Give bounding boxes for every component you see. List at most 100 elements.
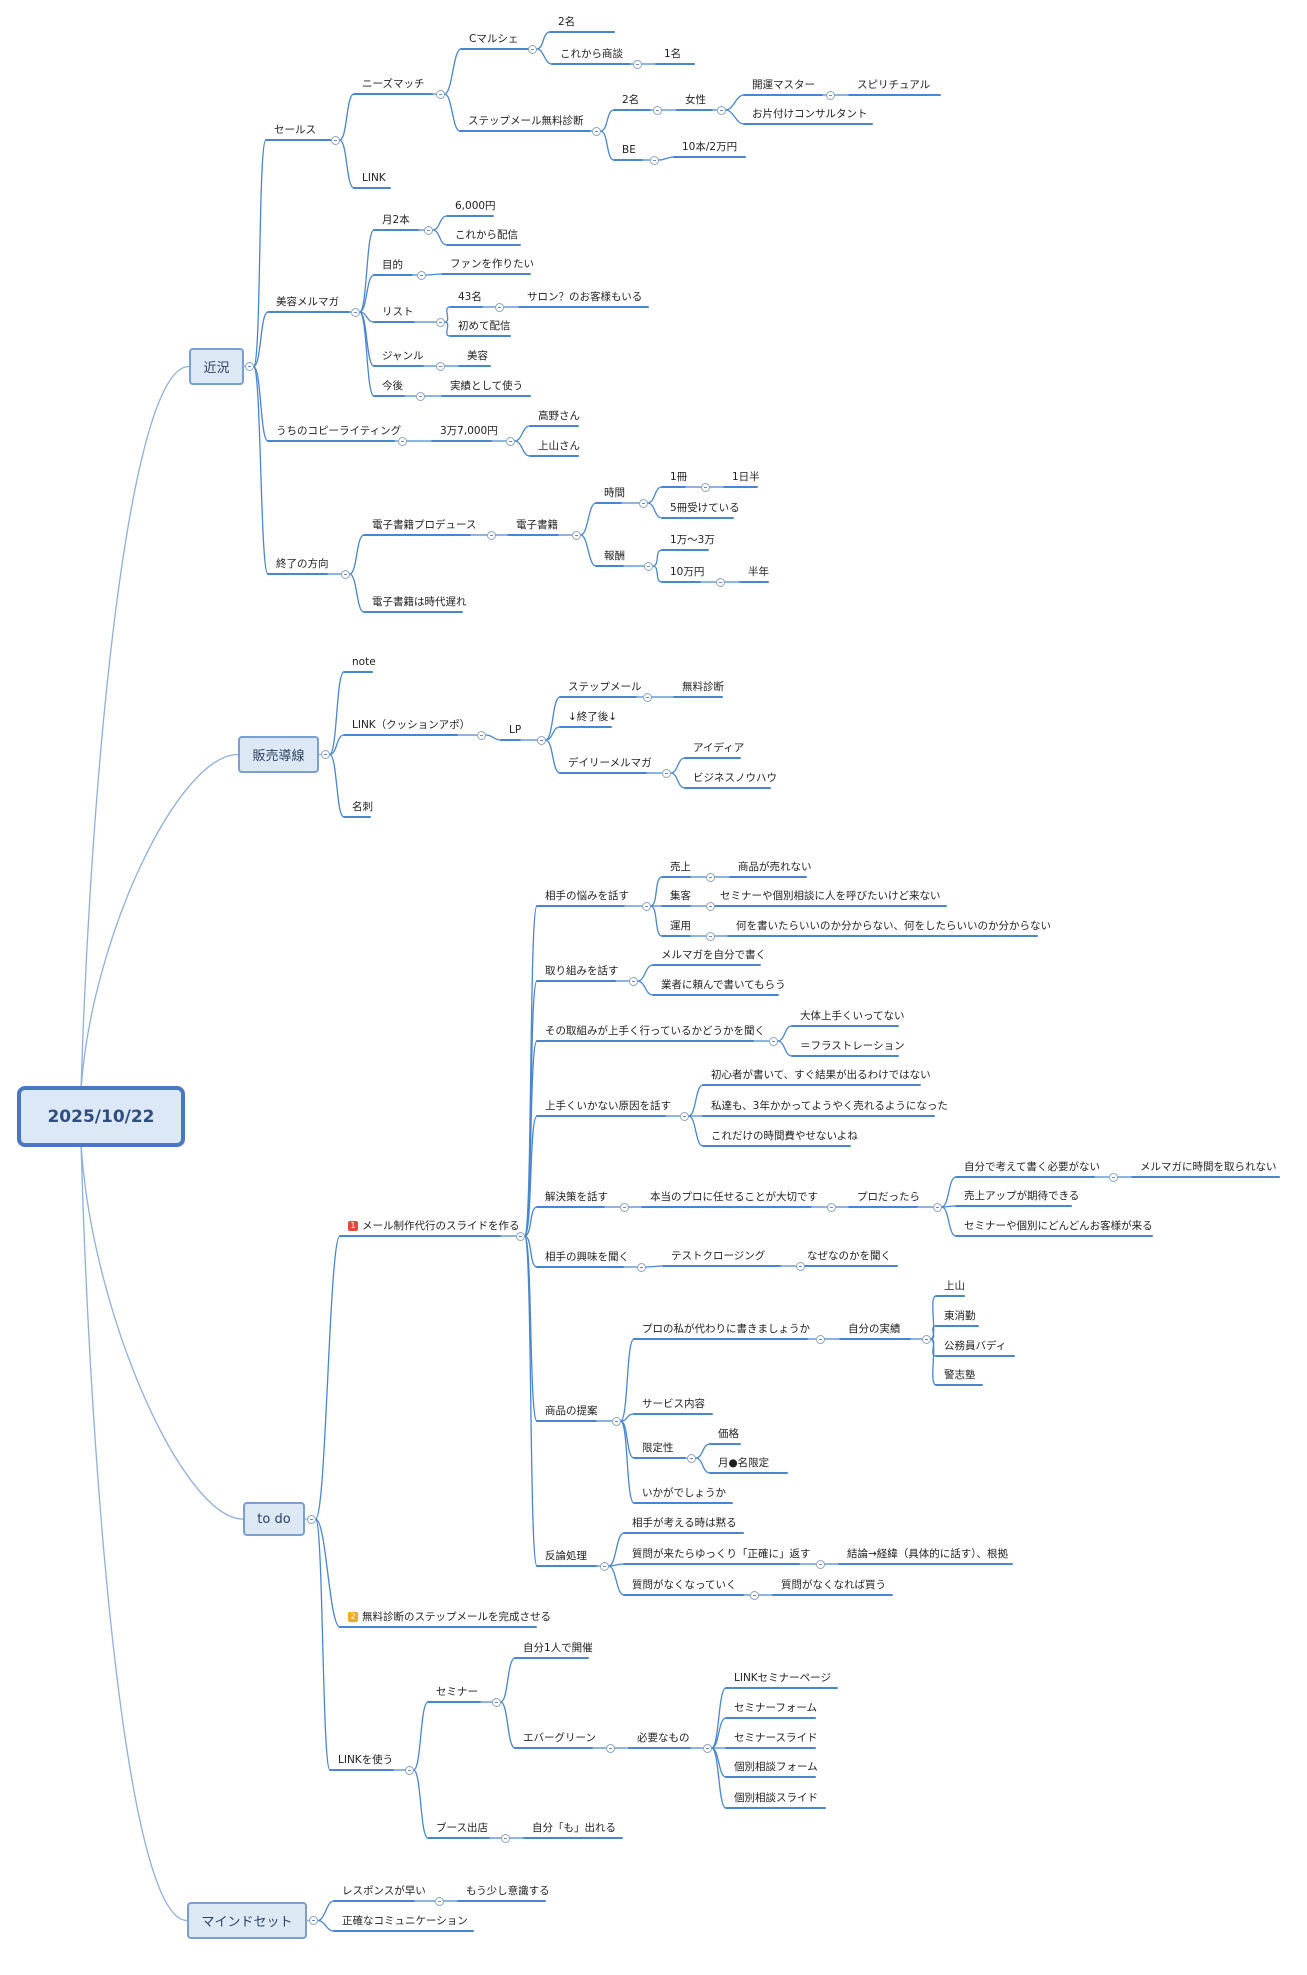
node-torikumi[interactable]: 取り組みを話す <box>545 964 619 978</box>
collapse-toggle-pro_kawari[interactable] <box>815 1334 825 1344</box>
collapse-toggle-denshi[interactable] <box>571 530 581 540</box>
node-shitsumon_kitara[interactable]: 質問が来たらゆっくり「正確に」返す <box>632 1547 811 1561</box>
collapse-toggle-list[interactable] <box>435 317 445 327</box>
node-josei[interactable]: 女性 <box>685 93 706 107</box>
collapse-toggle-unyou[interactable] <box>705 931 715 941</box>
collapse-toggle-s_2mei[interactable] <box>652 105 662 115</box>
node-hitori[interactable]: 自分1人で開催 <box>523 1641 593 1655</box>
node-note[interactable]: note <box>352 655 376 669</box>
node-man10[interactable]: 10万円 <box>670 565 704 579</box>
node-koumuin[interactable]: 公務員バディ <box>944 1339 1006 1353</box>
collapse-toggle-denshi_produce[interactable] <box>486 530 496 540</box>
node-mokuteki[interactable]: 目的 <box>382 258 403 272</box>
collapse-toggle-todo[interactable] <box>306 1514 316 1524</box>
collapse-toggle-shouhin_teian[interactable] <box>611 1416 621 1426</box>
node-lp[interactable]: LP <box>509 723 521 737</box>
node-kaiketsu[interactable]: 解決策を話す <box>545 1190 608 1204</box>
node-ishiki[interactable]: もう少し意識する <box>466 1884 550 1898</box>
node-s_2mei[interactable]: 2名 <box>622 93 639 107</box>
collapse-toggle-copywriting[interactable] <box>397 436 407 446</box>
collapse-toggle-response[interactable] <box>434 1896 444 1906</box>
node-daitai[interactable]: 大体上手くいってない <box>800 1009 904 1023</box>
node-frustration[interactable]: ＝フラストレーション <box>800 1039 905 1053</box>
node-shukyaku[interactable]: 集客 <box>670 889 691 903</box>
node-test_closing[interactable]: テストクロージング <box>671 1249 765 1263</box>
collapse-toggle-hanbai[interactable] <box>320 750 330 759</box>
node-koredake[interactable]: これだけの時間費やせないよね <box>711 1129 858 1143</box>
collapse-toggle-genin[interactable] <box>679 1111 689 1121</box>
node-takano[interactable]: 高野さん <box>538 409 580 423</box>
node-link_cushion[interactable]: LINK（クッションアポ） <box>352 718 470 732</box>
collapse-toggle-kinkyo[interactable] <box>244 362 254 371</box>
node-kobetsu_slide[interactable]: 個別相談スライド <box>734 1791 818 1805</box>
collapse-toggle-needs_match[interactable] <box>435 89 445 99</box>
node-response[interactable]: レスポンスが早い <box>342 1884 426 1898</box>
collapse-toggle-mindset[interactable] <box>308 1916 318 1925</box>
collapse-toggle-link_tsukau[interactable] <box>404 1765 414 1775</box>
node-genteisei[interactable]: 限定性 <box>642 1441 674 1455</box>
collapse-toggle-pro_dattara[interactable] <box>932 1202 942 1212</box>
collapse-toggle-jikan[interactable] <box>638 498 648 508</box>
node-link_tsukau[interactable]: LINKを使う <box>338 1753 393 1767</box>
node-korekara_haishin[interactable]: これから配信 <box>455 228 518 242</box>
node-list[interactable]: リスト <box>382 305 414 319</box>
node-shuryo_go[interactable]: ↓終了後↓ <box>568 710 617 724</box>
node-gyousha[interactable]: 業者に頼んで書いてもらう <box>661 978 786 992</box>
node-ichinichihan[interactable]: 1日半 <box>732 470 760 484</box>
collapse-toggle-biyou_mailmaga[interactable] <box>350 307 360 317</box>
node-salon[interactable]: サロン？のお客様もいる <box>527 290 642 304</box>
node-kakaku[interactable]: 価格 <box>718 1427 739 1441</box>
node-seminar_kyaku[interactable]: セミナーや個別にどんどんお客様が来る <box>964 1219 1153 1233</box>
node-kau[interactable]: 質問がなくなれば買う <box>781 1578 886 1592</box>
node-muryou_shindan[interactable]: 無料診断 <box>682 680 724 694</box>
collapse-toggle-test_closing[interactable] <box>795 1261 805 1271</box>
node-service[interactable]: サービス内容 <box>642 1397 705 1411</box>
node-jikan[interactable]: 時間 <box>604 486 625 500</box>
collapse-toggle-jibun_hitsuyou[interactable] <box>1108 1172 1118 1182</box>
node-issatsu[interactable]: 1冊 <box>670 470 687 484</box>
node-price_37000[interactable]: 3万7,000円 <box>440 424 498 438</box>
collapse-toggle-shuryo_houkou[interactable] <box>340 569 350 579</box>
collapse-toggle-step_mail[interactable] <box>642 692 652 702</box>
collapse-toggle-stepmail_shindan[interactable] <box>591 126 601 136</box>
node-gosatsu[interactable]: 5冊受けている <box>670 501 740 515</box>
collapse-toggle-man10[interactable] <box>715 577 725 587</box>
collapse-toggle-tsuki2[interactable] <box>423 225 433 235</box>
collapse-toggle-mokuteki[interactable] <box>416 270 426 280</box>
node-shouhin_teian[interactable]: 商品の提案 <box>545 1404 598 1418</box>
node-daily[interactable]: デイリーメルマガ <box>568 756 652 770</box>
collapse-toggle-josei[interactable] <box>716 105 726 115</box>
node-ueyama[interactable]: 上山さん <box>538 439 580 453</box>
node-j_ueyama[interactable]: 上山 <box>944 1279 965 1293</box>
node-kobetsu_form[interactable]: 個別相談フォーム <box>734 1760 818 1774</box>
node-kaiun[interactable]: 開運マスター <box>752 78 815 92</box>
collapse-toggle-genre[interactable] <box>435 361 445 371</box>
node-uriage_d[interactable]: 商品が売れない <box>738 860 812 874</box>
collapse-toggle-pro_makaseru[interactable] <box>826 1202 836 1212</box>
node-evergreen[interactable]: エバーグリーン <box>523 1731 596 1745</box>
root-topic[interactable]: 2025/10/22 <box>17 1086 185 1147</box>
node-business_knowhow[interactable]: ビジネスノウハウ <box>693 771 777 785</box>
node-houshu[interactable]: 報酬 <box>604 549 625 563</box>
node-n43[interactable]: 43名 <box>458 290 482 304</box>
node-c_2mei[interactable]: 2名 <box>558 15 575 29</box>
node-hanron[interactable]: 反論処理 <box>545 1549 587 1563</box>
node-katazuke[interactable]: お片付けコンサルタント <box>752 107 868 121</box>
node-nayami[interactable]: 相手の悩みを話す <box>545 889 629 903</box>
node-c_marche[interactable]: Cマルシェ <box>469 32 518 46</box>
node-seminar_slide[interactable]: セミナースライド <box>734 1731 817 1745</box>
node-jibun_jisseki[interactable]: 自分の実績 <box>848 1322 901 1336</box>
collapse-toggle-slide[interactable] <box>515 1231 525 1241</box>
node-shuryo_houkou[interactable]: 終了の方向 <box>276 557 329 571</box>
node-unyou[interactable]: 運用 <box>670 919 691 933</box>
collapse-toggle-booth[interactable] <box>500 1833 510 1843</box>
collapse-toggle-shitsumon_kitara[interactable] <box>815 1559 825 1569</box>
node-uriage[interactable]: 売上 <box>670 860 691 874</box>
collapse-toggle-daily[interactable] <box>661 768 671 778</box>
collapse-toggle-kaiun[interactable] <box>825 90 835 100</box>
node-be[interactable]: BE <box>622 143 636 157</box>
collapse-toggle-n43[interactable] <box>494 302 504 312</box>
node-genre[interactable]: ジャンル <box>382 349 423 363</box>
